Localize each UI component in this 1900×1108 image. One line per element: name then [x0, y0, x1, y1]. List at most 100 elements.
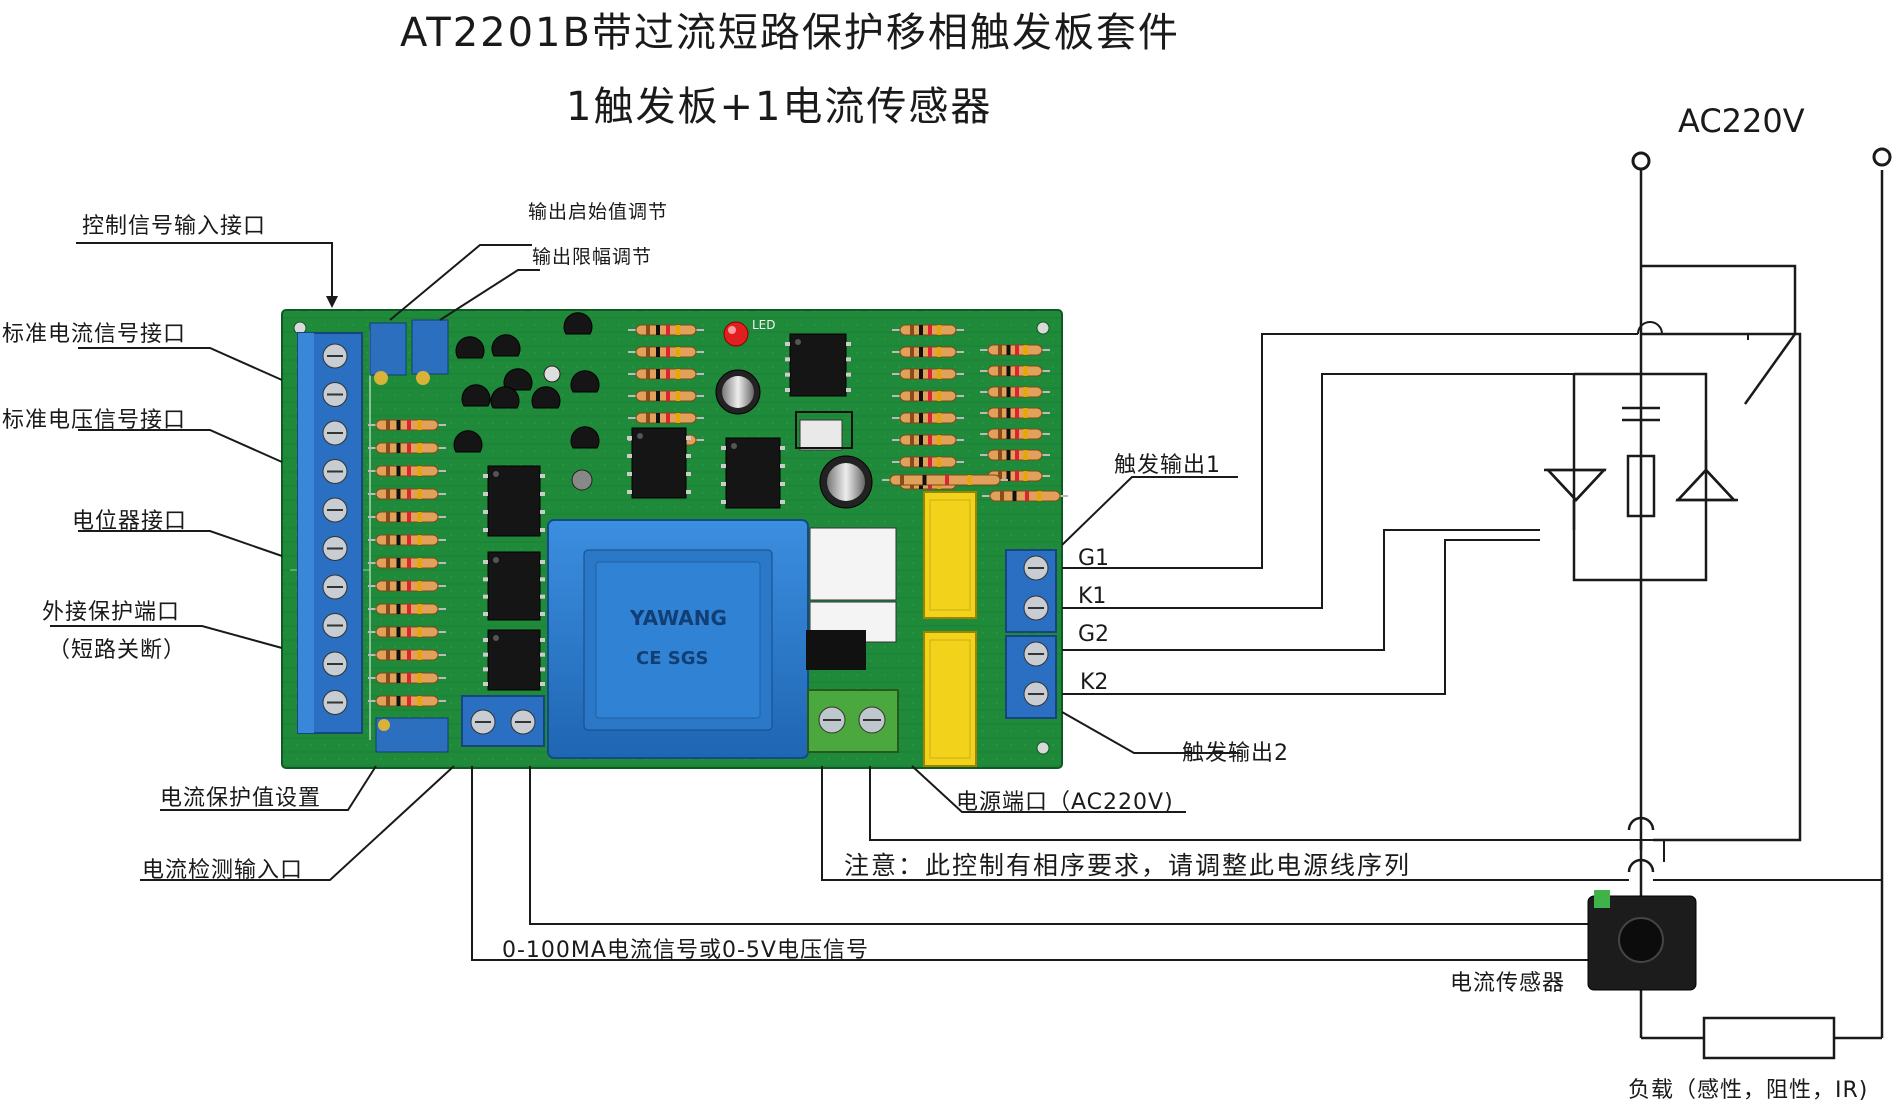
ic-pin — [846, 372, 851, 377]
label-protect-set: 电流保护值设置 — [160, 786, 322, 811]
resistor-band — [386, 535, 390, 545]
ic-chip — [631, 427, 687, 499]
pin-k2: K2 — [1080, 670, 1109, 695]
resistor-band — [937, 457, 941, 467]
resistor-band — [407, 673, 411, 683]
ic-pin — [780, 500, 785, 504]
ic-pin — [721, 446, 726, 450]
resistor-band — [666, 413, 670, 423]
resistor-band — [386, 512, 390, 522]
resistor-band — [386, 696, 390, 706]
diagram-subtitle: 1触发板+1电流传感器 — [566, 84, 993, 130]
heatsinks — [795, 411, 897, 670]
resistor-band — [1023, 429, 1028, 439]
ic-pin — [686, 454, 691, 458]
right-terminal-blocks — [1005, 549, 1057, 719]
ic-pin — [785, 388, 790, 392]
resistor-band — [396, 420, 401, 430]
pin-g1: G1 — [1078, 546, 1110, 571]
ic-notch — [493, 557, 499, 563]
resistor-band — [656, 325, 660, 335]
ic-pin — [780, 482, 785, 486]
current-detect-terminal — [461, 695, 545, 747]
resistor-band — [1023, 471, 1028, 481]
resistor-band — [1006, 471, 1011, 481]
label-std-current: 标准电流信号接口 — [2, 322, 187, 347]
resistor-band — [1015, 450, 1019, 460]
resistor-band — [1006, 387, 1011, 397]
label-start-adjust: 输出启始值调节 — [528, 201, 669, 223]
resistors — [368, 324, 1068, 707]
resistor-band — [937, 325, 941, 335]
resistor-band — [998, 345, 1002, 355]
resistor-band — [1006, 429, 1011, 439]
power-circuit — [1544, 170, 1884, 1060]
resistor-band — [407, 627, 411, 637]
resistor-band — [1006, 366, 1011, 376]
ic-pin — [483, 667, 488, 672]
resistor-band — [417, 466, 422, 476]
transistor-body — [570, 426, 600, 449]
resistor-band — [666, 325, 670, 335]
ic-chip — [487, 465, 541, 537]
ic-pin — [483, 682, 488, 686]
resistor-band — [407, 443, 411, 453]
transistor-body — [503, 368, 533, 391]
resistor-band — [998, 429, 1002, 439]
resistor-band — [910, 413, 914, 423]
resistor-band — [417, 696, 422, 706]
resistor-band — [676, 347, 680, 357]
resistor-band — [910, 347, 914, 357]
resistor-band — [407, 512, 411, 522]
ic-pin — [483, 612, 488, 616]
resistor-band — [1015, 387, 1019, 397]
ic-pin — [846, 357, 851, 362]
scr1-icon — [1545, 468, 1607, 502]
resistor-band — [1023, 387, 1028, 397]
output-wiring — [1062, 321, 1749, 695]
ic-pin — [483, 492, 488, 496]
resistor-band — [666, 347, 670, 357]
resistor-band — [417, 443, 422, 453]
resistor-band — [919, 435, 923, 445]
ic-pin — [627, 436, 632, 440]
label-sensor: 电流传感器 — [1450, 971, 1566, 996]
resistor-band — [919, 413, 923, 423]
resistor-band — [407, 696, 411, 706]
supply-terminal-l-icon — [1631, 151, 1651, 171]
resistor-band — [407, 466, 411, 476]
resistor-band — [396, 650, 401, 660]
transistor-body — [563, 312, 593, 335]
current-sensor — [1587, 890, 1697, 991]
resistor-band — [656, 413, 660, 423]
ic-pin — [483, 638, 488, 642]
resistor-band — [407, 420, 411, 430]
resistor-band — [656, 369, 660, 379]
ic-pin — [686, 436, 691, 440]
resistor-band — [910, 391, 914, 401]
ics — [483, 333, 851, 691]
resistor-band — [417, 581, 422, 591]
ic-pin — [780, 464, 785, 468]
resistor-band — [1015, 429, 1019, 439]
resistor-band — [386, 604, 390, 614]
ic-pin — [627, 472, 632, 476]
ic-pin — [483, 474, 488, 478]
resistor-band — [417, 535, 422, 545]
ic-notch — [795, 339, 801, 345]
label-signal-range: 0-100MA电流信号或0-5V电压信号 — [502, 938, 869, 963]
ic-pin — [785, 357, 790, 362]
resistor-band — [998, 408, 1002, 418]
resistor-band — [676, 369, 680, 379]
resistor-band — [937, 369, 941, 379]
ic-pin — [785, 372, 790, 377]
resistor-band — [396, 604, 401, 614]
ic-chip — [725, 437, 781, 509]
resistor-band — [396, 696, 401, 706]
ic-pin — [483, 560, 488, 564]
resistor-band — [396, 627, 401, 637]
pin-g2: G2 — [1078, 622, 1110, 647]
resistor-band — [646, 391, 650, 401]
led — [723, 321, 749, 347]
